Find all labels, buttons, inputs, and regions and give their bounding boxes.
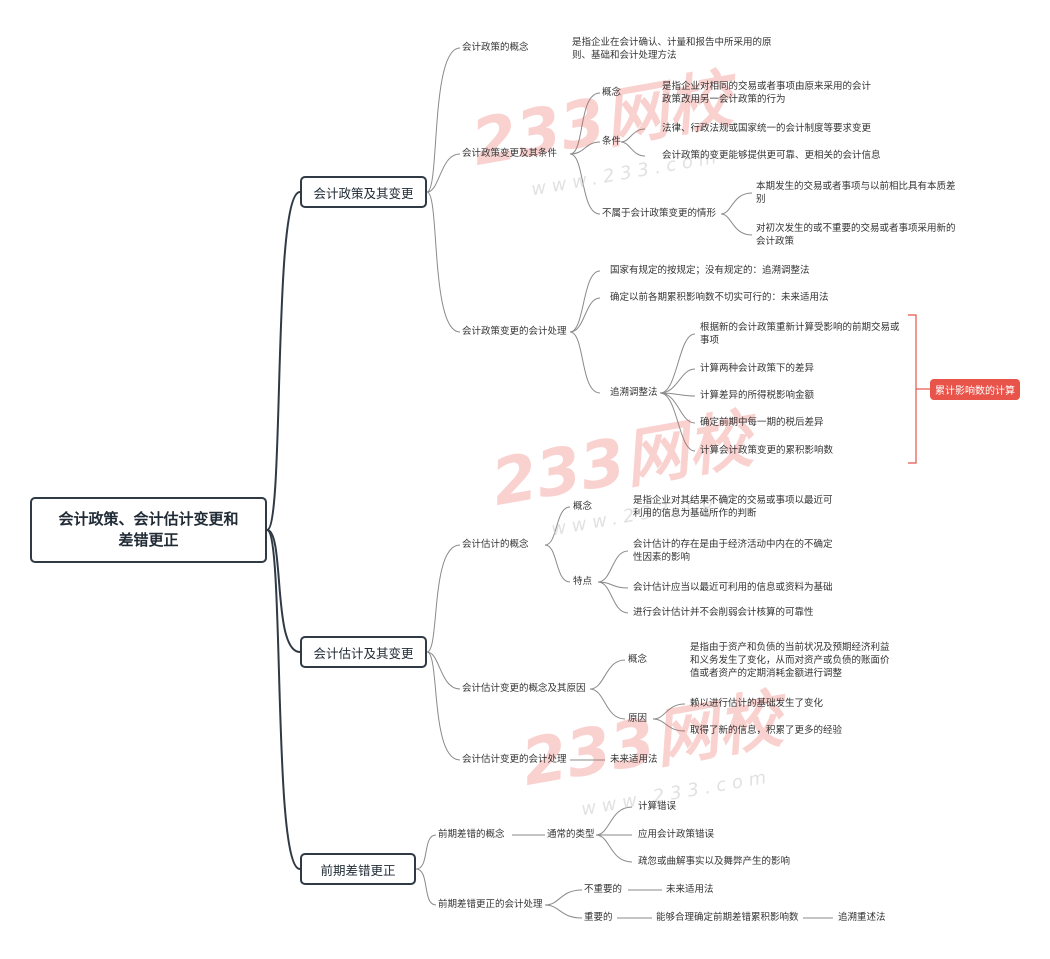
policy-concept[interactable]: 会计政策的概念 xyxy=(462,42,529,53)
estimate-concept[interactable]: 会计估计的概念 xyxy=(462,539,529,550)
policy-conditions[interactable]: 条件 xyxy=(602,136,622,147)
estimate-change-concept-definition: 是指由于资产和负债的当前状况及预期经济利益和义务发生了变化，从而对资产或负债的账… xyxy=(690,642,890,679)
error-type-item: 计算错误 xyxy=(638,801,677,812)
estimate-feature-item: 进行会计估计并不会削弱会计核算的可靠性 xyxy=(633,607,814,618)
estimate-feature-item: 会计估计的存在是由于经济活动中内在的不确定性因素的影响 xyxy=(633,539,833,563)
policy-change-conditions[interactable]: 会计政策变更及其条件 xyxy=(462,148,558,159)
error-major[interactable]: 重要的 xyxy=(584,912,613,923)
error-types[interactable]: 通常的类型 xyxy=(547,829,595,840)
policy-not-change[interactable]: 不属于会计政策变更的情形 xyxy=(602,208,717,219)
estimate-reason-item: 赖以进行估计的基础发生了变化 xyxy=(690,698,824,709)
error-type-item: 疏忽或曲解事实以及舞弊产生的影响 xyxy=(638,856,791,867)
error-major-condition: 能够合理确定前期差错累积影响数 xyxy=(656,912,799,923)
policy-not-change-item: 本期发生的交易或者事项与以前相比具有本质差别 xyxy=(756,181,956,205)
policy-condition-item: 法律、行政法规或国家统一的会计制度等要求变更 xyxy=(662,123,872,134)
estimate-concept-label[interactable]: 概念 xyxy=(573,501,593,512)
policy-treatment-item: 确定以前各期累积影响数不切实可行的：未来适用法 xyxy=(610,292,829,303)
policy-treatment-item: 国家有规定的按规定；没有规定的：追溯调整法 xyxy=(610,265,810,276)
branch-estimate[interactable]: 会计估计及其变更 xyxy=(300,636,427,668)
error-type-item: 应用会计政策错误 xyxy=(638,829,715,840)
error-minor[interactable]: 不重要的 xyxy=(584,884,623,895)
policy-concept-definition: 是指企业在会计确认、计量和报告中所采用的原则、基础和会计处理方法 xyxy=(572,37,772,61)
estimate-features[interactable]: 特点 xyxy=(573,576,593,587)
estimate-treatment[interactable]: 会计估计变更的会计处理 xyxy=(462,754,567,765)
policy-retro-step: 计算会计政策变更的累积影响数 xyxy=(700,445,834,456)
estimate-reason-item: 取得了新的信息，积累了更多的经验 xyxy=(690,725,843,736)
branch-policy[interactable]: 会计政策及其变更 xyxy=(300,176,427,208)
policy-retro-step: 计算两种会计政策下的差异 xyxy=(700,363,815,374)
policy-change-concept-definition: 是指企业对相同的交易或者事项由原来采用的会计政策改用另一会计政策的行为 xyxy=(662,81,872,105)
policy-retro[interactable]: 追溯调整法 xyxy=(610,387,658,398)
policy-retro-step: 根据新的会计政策重新计算受影响的前期交易或事项 xyxy=(700,322,900,346)
policy-retro-step: 确定前期中每一期的税后差异 xyxy=(700,417,824,428)
error-major-value: 追溯重述法 xyxy=(838,912,886,923)
policy-not-change-item: 对初次发生的或不重要的交易或者事项采用新的会计政策 xyxy=(756,223,956,247)
policy-change-concept[interactable]: 概念 xyxy=(602,87,622,98)
error-concept[interactable]: 前期差错的概念 xyxy=(438,829,505,840)
policy-retro-step: 计算差异的所得税影响金额 xyxy=(700,390,815,401)
estimate-change-reason[interactable]: 会计估计变更的概念及其原因 xyxy=(462,683,586,694)
estimate-reason[interactable]: 原因 xyxy=(628,713,648,724)
estimate-concept-definition: 是指企业对其结果不确定的交易或事项以最近可利用的信息为基础所作的判断 xyxy=(633,495,833,519)
error-treatment[interactable]: 前期差错更正的会计处理 xyxy=(438,899,543,910)
cumulative-effect-tag[interactable]: 累计影响数的计算 xyxy=(930,379,1020,400)
estimate-treatment-value: 未来适用法 xyxy=(610,754,658,765)
root-node[interactable]: 会计政策、会计估计变更和差错更正 xyxy=(30,497,267,563)
error-minor-value: 未来适用法 xyxy=(666,884,714,895)
policy-treatment[interactable]: 会计政策变更的会计处理 xyxy=(462,326,567,337)
branch-error[interactable]: 前期差错更正 xyxy=(300,853,416,885)
estimate-feature-item: 会计估计应当以最近可利用的信息或资料为基础 xyxy=(633,582,833,593)
policy-condition-item: 会计政策的变更能够提供更可靠、更相关的会计信息 xyxy=(662,150,881,161)
estimate-change-concept[interactable]: 概念 xyxy=(628,654,648,665)
